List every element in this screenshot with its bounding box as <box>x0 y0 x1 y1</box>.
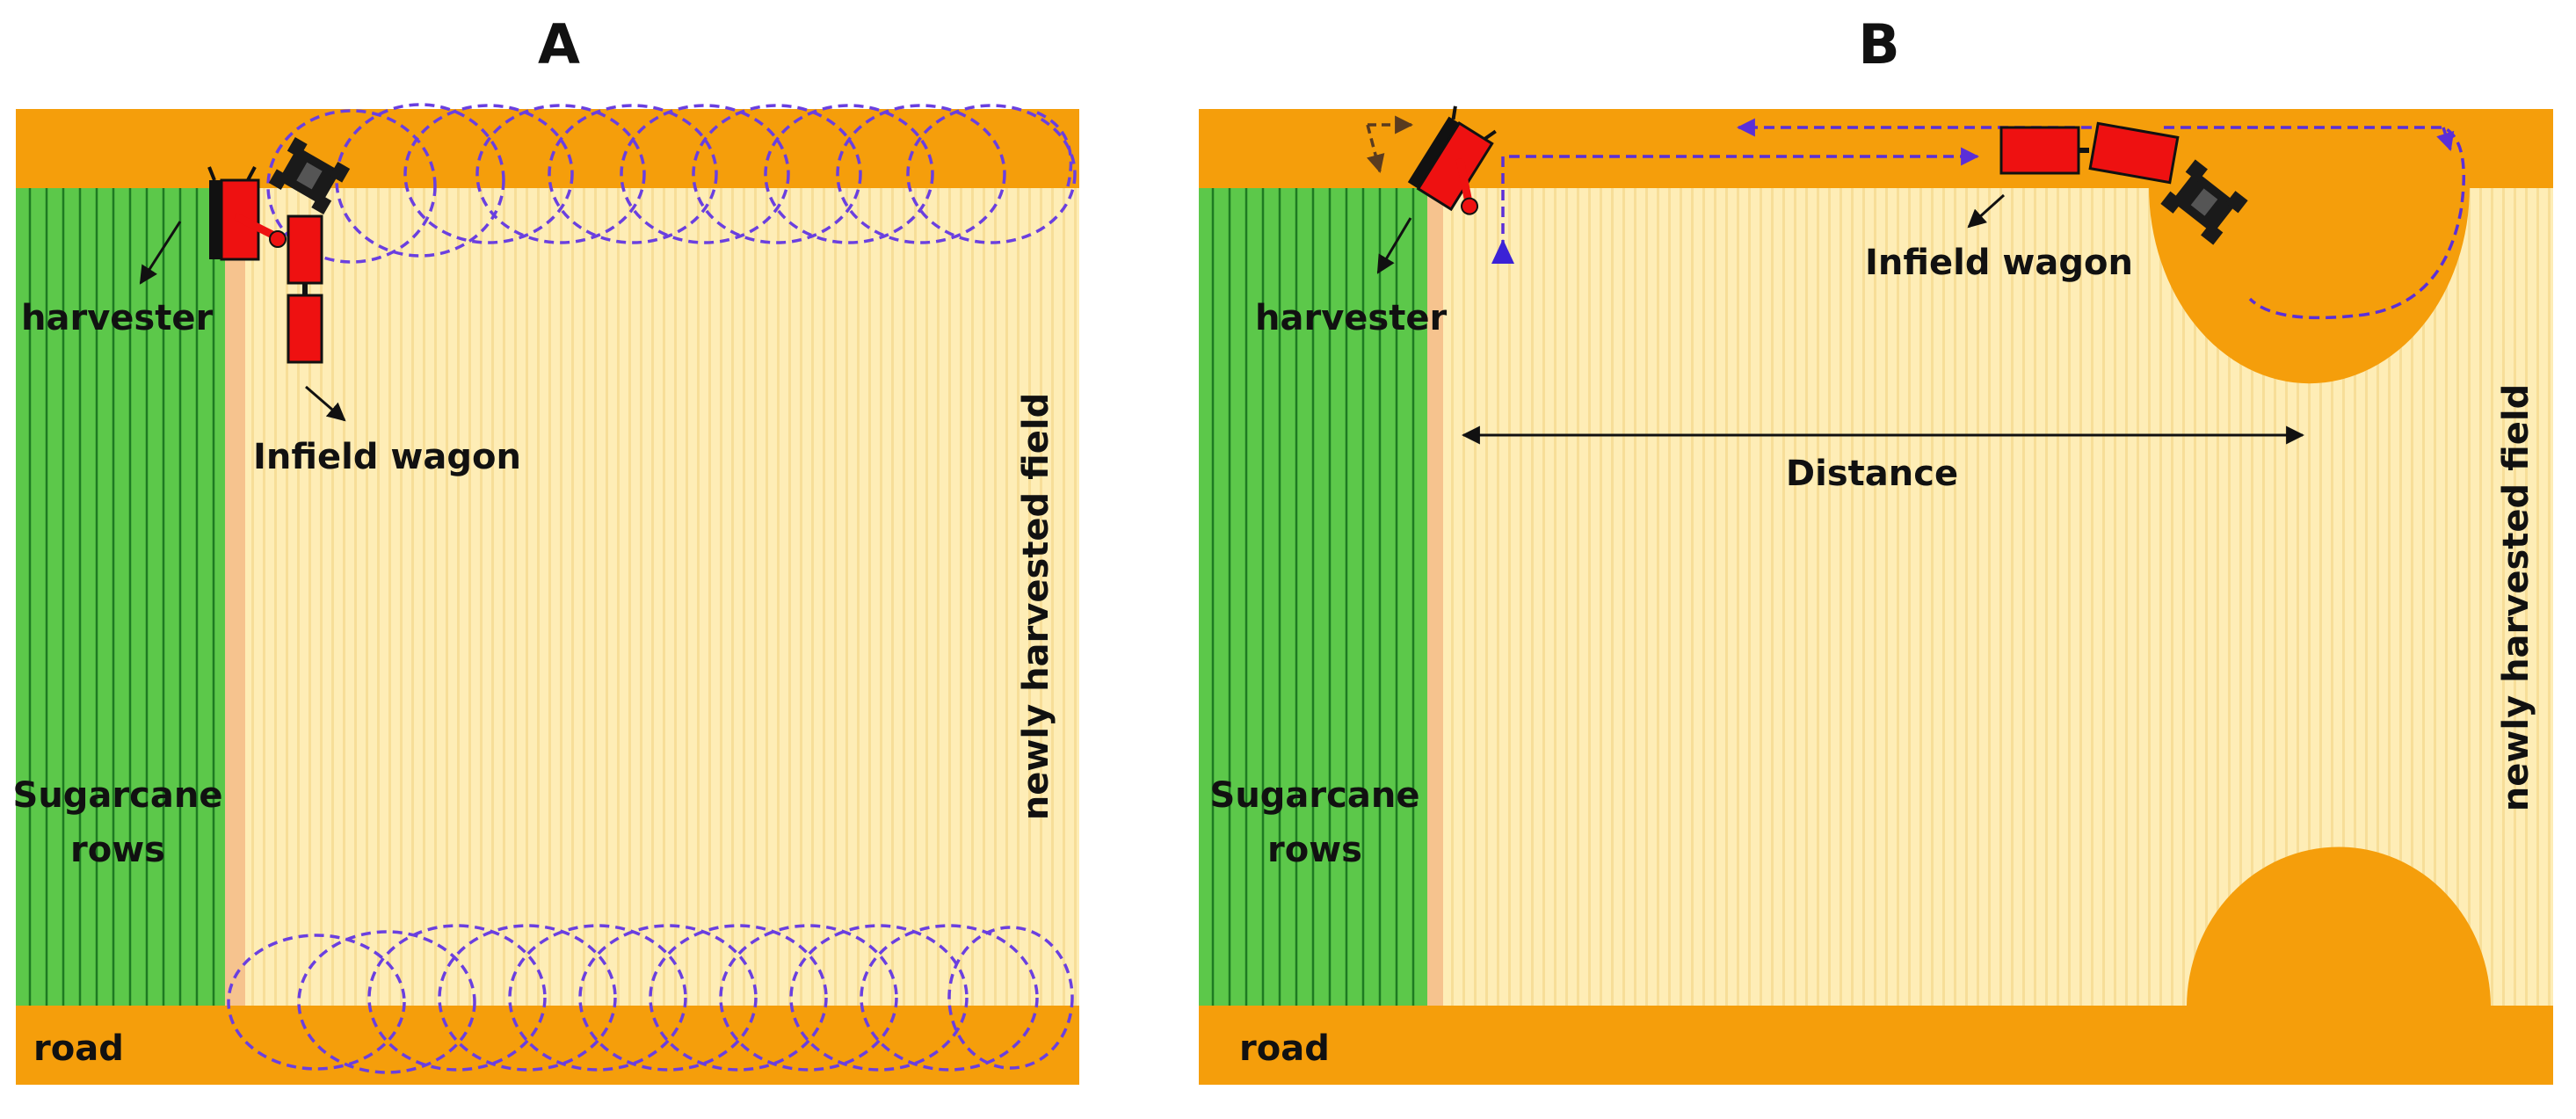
panel-a-sugarcane-rows <box>16 186 225 1007</box>
panel-b-sugarcane-rows <box>1199 186 1427 1007</box>
panel-a-top-headland <box>16 109 1079 188</box>
panel-a-tractor <box>268 137 351 214</box>
panel-b-road <box>1199 1006 2553 1085</box>
panel-b-field-label: newly harvested field <box>2496 384 2536 811</box>
panel-a-harvested-field <box>244 186 1079 1007</box>
panel-a-rows-label-line2: rows <box>70 830 165 870</box>
panel-b-harvester-turn-arrows <box>1366 115 1414 174</box>
panel-a-road-label: road <box>33 1028 124 1069</box>
panel-b-top-headland <box>1199 109 2553 188</box>
panel-b-bottom-turning-area <box>2187 847 2491 1007</box>
panel-a-rows-label-line1: Sugarcane <box>13 775 223 816</box>
panel-a-bottom-turn-loops <box>227 924 1074 1074</box>
panel-a-harvester-pointer <box>139 221 182 285</box>
panel-b-rows-label-line2: rows <box>1267 830 1362 870</box>
panel-b-rows-label-line1: Sugarcane <box>1210 775 1420 816</box>
panel-b-harvester <box>1407 105 1497 215</box>
panel-a-wagon-label: Infield wagon <box>253 437 521 477</box>
panel-b-road-label: road <box>1239 1028 1330 1069</box>
panel-a-cut-strip <box>224 186 245 1007</box>
panel-a-harvester-label: harvester <box>21 298 213 338</box>
panel-b-distance-label: Distance <box>1786 454 1958 494</box>
panel-a-wagon-pointer <box>305 385 346 422</box>
panel-b-tractor <box>2160 159 2248 245</box>
panel-b-top-turning-area <box>2149 186 2470 384</box>
panel-b-wagon-label: Infield wagon <box>1865 243 2133 283</box>
panel-a-letter: A <box>538 12 580 76</box>
panel-b-cut-strip <box>1426 186 1443 1007</box>
panel-a-infield-wagon <box>287 214 323 364</box>
panel-b-letter: B <box>1858 12 1899 76</box>
panel-a-field-label: newly harvested field <box>1016 393 1056 820</box>
panel-b-wagon-pointer <box>1967 193 2006 229</box>
panel-b: B <box>1199 12 2553 1085</box>
panel-b-harvester-label: harvester <box>1255 298 1447 338</box>
panel-a-harvester <box>207 166 287 261</box>
panel-b-infield-wagon <box>1999 121 2180 185</box>
panel-b-start-marker <box>1491 239 1514 264</box>
panel-a: A <box>13 12 1079 1085</box>
panel-a-road <box>16 1006 1079 1085</box>
panel-b-harvester-pointer <box>1376 217 1412 274</box>
panel-a-top-turn-loops <box>266 103 1077 264</box>
